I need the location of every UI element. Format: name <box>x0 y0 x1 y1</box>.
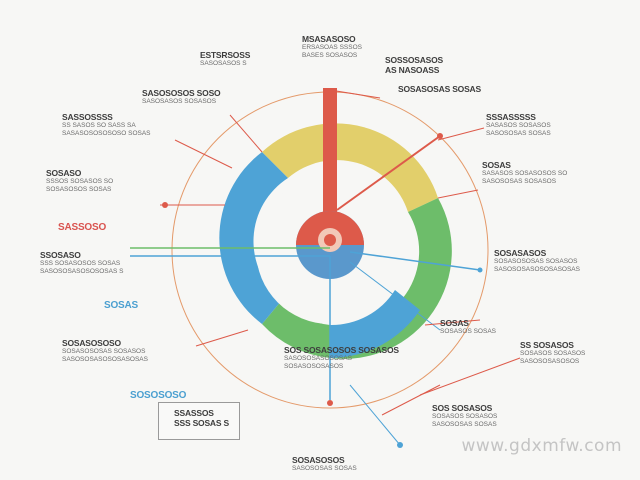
label-line: SASASOS SOSASOS <box>486 122 551 129</box>
label-heading: SOSAS <box>482 160 511 170</box>
center-dot-core <box>324 234 336 246</box>
watermark-text: www.gdxmfw.com <box>461 436 622 456</box>
label-line: SASOSOSASOSOSOSAS S <box>40 268 124 275</box>
label-line: SASOSOSAS SOSAS <box>432 421 497 428</box>
label-heading: SOSASOSOS <box>292 455 345 465</box>
ring-segment-yellow <box>262 123 438 212</box>
label-heading: SOSSOSASOS <box>385 55 443 65</box>
leader-line-top <box>329 89 381 99</box>
label-line: SOSASOSOS SOSAS <box>46 186 112 193</box>
label-heading: SASSOSO <box>58 222 107 233</box>
label-line: SASOSOSASOSOSASOSAS <box>62 356 148 363</box>
label-upper-right-a: SOSASOSAS SOSAS <box>398 84 481 94</box>
label-left-red: SASSOSO <box>58 222 106 233</box>
label-line: ERSASOAS SSSOS <box>302 44 362 51</box>
leader-line-blue-lower-right <box>349 261 441 331</box>
marker-right <box>437 133 443 139</box>
label-heading: SSASSOS <box>174 408 214 418</box>
leader-line-right-5 <box>419 357 521 396</box>
leader-line-red-diagonal <box>336 135 441 211</box>
label-line: AS NASOASS <box>385 65 440 75</box>
label-left-blue-2: SOSOSOSO <box>130 390 186 401</box>
label-heading: SOS SOSASOSOS SOSASOS <box>284 345 399 355</box>
label-heading: SOSASOSOSO <box>62 338 121 348</box>
label-heading: SOSASO <box>46 168 82 178</box>
label-right-5: SS SOSASOS SOSASOS SOSASOS SASOSOSASOSOS <box>520 340 585 366</box>
label-line: BASES SOSASOS <box>302 52 358 59</box>
label-line: SASOSOSAS SOSASOS <box>482 178 557 185</box>
label-heading: SASSOSSSS <box>62 112 113 122</box>
label-left-3: SSOSASO SSS SOSASOSOS SOSAS SASOSOSASOSO… <box>40 250 123 276</box>
label-line: SSSOS SOSASOS SO <box>46 178 114 185</box>
label-line: SS SASOS SO SASS SA <box>62 122 136 129</box>
label-left-4: SOSASOSOSO SOSASOSOSAS SOSASOS SASOSOSAS… <box>62 338 148 364</box>
label-left-1: SASSOSSSS SS SASOS SO SASS SA SASASOSOSO… <box>62 112 151 138</box>
marker-bottom-right <box>397 442 403 448</box>
label-upper-left: SASOSOSOS SOSO SASOSASOS SOSASOS <box>142 88 221 106</box>
label-line: SASOSOSASOSOSAS <box>284 355 352 362</box>
ring-segment-green <box>330 198 452 359</box>
label-bottom-center: SOS SOSASOSOS SOSASOS SASOSOSASOSOSAS SO… <box>284 345 399 371</box>
label-heading: MSASASOSO <box>302 34 356 44</box>
label-line: SASOSOSASOSOSASOSAS <box>494 266 580 273</box>
label-heading: SOS SOSASOS <box>432 403 493 413</box>
label-heading: SASOSOSOS SOSO <box>142 88 221 98</box>
label-right-2: SOSAS SASASOS SOSASOSOS SO SASOSOSAS SOS… <box>482 160 567 186</box>
label-heading: ESTSRSOSS <box>200 50 251 60</box>
label-line: SASASOSOSOSOSO SOSAS <box>62 130 151 137</box>
ring-segment-green-lower-left <box>262 300 330 358</box>
label-heading: SSSASSSSS <box>486 112 536 122</box>
label-top-left: ESTSRSOSS SASOSASOS S <box>200 50 250 68</box>
label-line: SSS SOSASOSOS SOSAS <box>40 260 121 267</box>
label-bottom-right: SOS SOSASOS SOSASOS SOSASOS SASOSOSAS SO… <box>432 403 497 429</box>
label-heading: SOSASASOS <box>494 248 547 258</box>
label-line: SASOSOSAS SOSAS <box>292 465 357 472</box>
leader-line-right-4 <box>424 319 481 326</box>
label-left-blue: SOSAS <box>104 300 138 311</box>
label-line: SOSASOS SOSAS <box>440 328 496 335</box>
label-line: SOSASOS SOSASOS <box>520 350 586 357</box>
label-top-right: SOSSOSASOS AS NASOASS <box>385 55 443 75</box>
label-line: SOSASOSOSAS SOSASOS <box>494 258 578 265</box>
text-box <box>158 402 240 440</box>
label-box-text: SSASSOS SSS SOSAS S <box>174 408 229 428</box>
label-line: SASOSOSAS SOSAS <box>486 130 551 137</box>
leader-line-left-1 <box>174 139 233 169</box>
label-heading: SS SOSASOS <box>520 340 574 350</box>
label-right-3: SOSASASOS SOSASOSOSAS SOSASOS SASOSOSASO… <box>494 248 580 274</box>
label-heading: SOSOSOSO <box>130 390 187 401</box>
label-line: SSS SOSAS S <box>174 418 229 428</box>
marker-right-blue <box>477 267 483 273</box>
label-left-2: SOSASO SSSOS SOSASOS SO SOSASOSOS SOSAS <box>46 168 113 194</box>
label-heading: SOSAS <box>440 318 469 328</box>
label-heading: SOSAS <box>104 300 139 311</box>
label-heading: SSOSASO <box>40 250 81 260</box>
label-line: SOSASOSOSAS SOSASOS <box>62 348 146 355</box>
red-needle-bar <box>323 88 337 248</box>
ring-segment-blue-lower <box>330 290 420 359</box>
label-line: SASOSASOS S <box>200 60 247 67</box>
label-right-4: SOSAS SOSASOS SOSAS <box>440 318 496 336</box>
label-line: SOSASOS SOSASOS <box>432 413 498 420</box>
marker-left <box>162 202 168 208</box>
label-bottom: SOSASOSOS SASOSOSAS SOSAS <box>292 455 357 473</box>
leader-line-bottom <box>349 384 401 446</box>
leader-line-upper-left <box>229 114 263 153</box>
label-line: SASASOS SOSASOSOS SO <box>482 170 568 177</box>
label-line: SOSASOSOSASOS <box>284 363 344 370</box>
ring-segment-blue <box>219 152 288 324</box>
leader-line-upper-right <box>437 127 485 141</box>
leader-line-blue-right <box>349 251 481 271</box>
label-line: SASOSOSASOSOS <box>520 358 580 365</box>
label-top-center: MSASASOSO ERSASOAS SSSOS BASES SOSASOS <box>302 34 362 60</box>
label-heading: SOSASOSAS SOSAS <box>398 84 481 94</box>
marker-bottom <box>327 400 333 406</box>
label-right-1: SSSASSSSS SASASOS SOSASOS SASOSOSAS SOSA… <box>486 112 551 138</box>
label-line: SASOSASOS SOSASOS <box>142 98 217 105</box>
leader-line-right-1 <box>437 189 479 199</box>
leader-line-bottom-right <box>381 384 441 416</box>
leader-line-left-4 <box>195 329 249 347</box>
